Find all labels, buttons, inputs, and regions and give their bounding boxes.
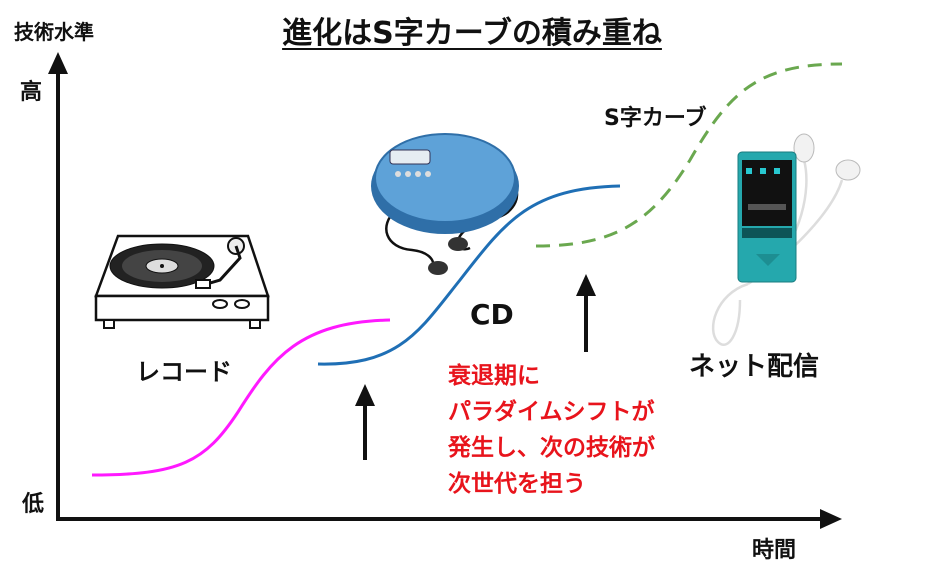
cd-label: CD [470,298,514,331]
cd-curve [317,184,621,366]
net-distribution-label: ネット配信 [689,352,820,382]
turntable-icon [94,234,270,329]
y-axis-low-label: 低 [22,492,45,517]
y-axis-arrowhead [48,52,68,74]
diagram-title: 進化はS字カーブの積み重ね [282,16,662,51]
y-axis-high-label: 高 [20,80,43,105]
annotation-line: 衰退期に [448,363,540,389]
x-axis-arrowhead [820,509,842,529]
x-axis-label: 時間 [752,538,797,563]
annotation-line: パラダイムシフトが [448,399,655,425]
net-curve [535,62,843,248]
music-player-icon [711,133,861,346]
s-curve-label: S字カーブ [604,106,707,131]
cd-player-icon [371,133,519,275]
annotation-line: 次世代を担う [448,471,586,497]
annotation-line: 発生し、次の技術が [448,435,655,461]
record-label: レコード [136,358,232,386]
record-curve [91,318,391,477]
up-arrow-icon [355,384,375,460]
y-axis-label: 技術水準 [14,20,94,44]
up-arrow-icon [576,274,596,352]
paradigm-shift-annotation: 衰退期に パラダイムシフトが 発生し、次の技術が 次世代を担う [448,358,655,502]
